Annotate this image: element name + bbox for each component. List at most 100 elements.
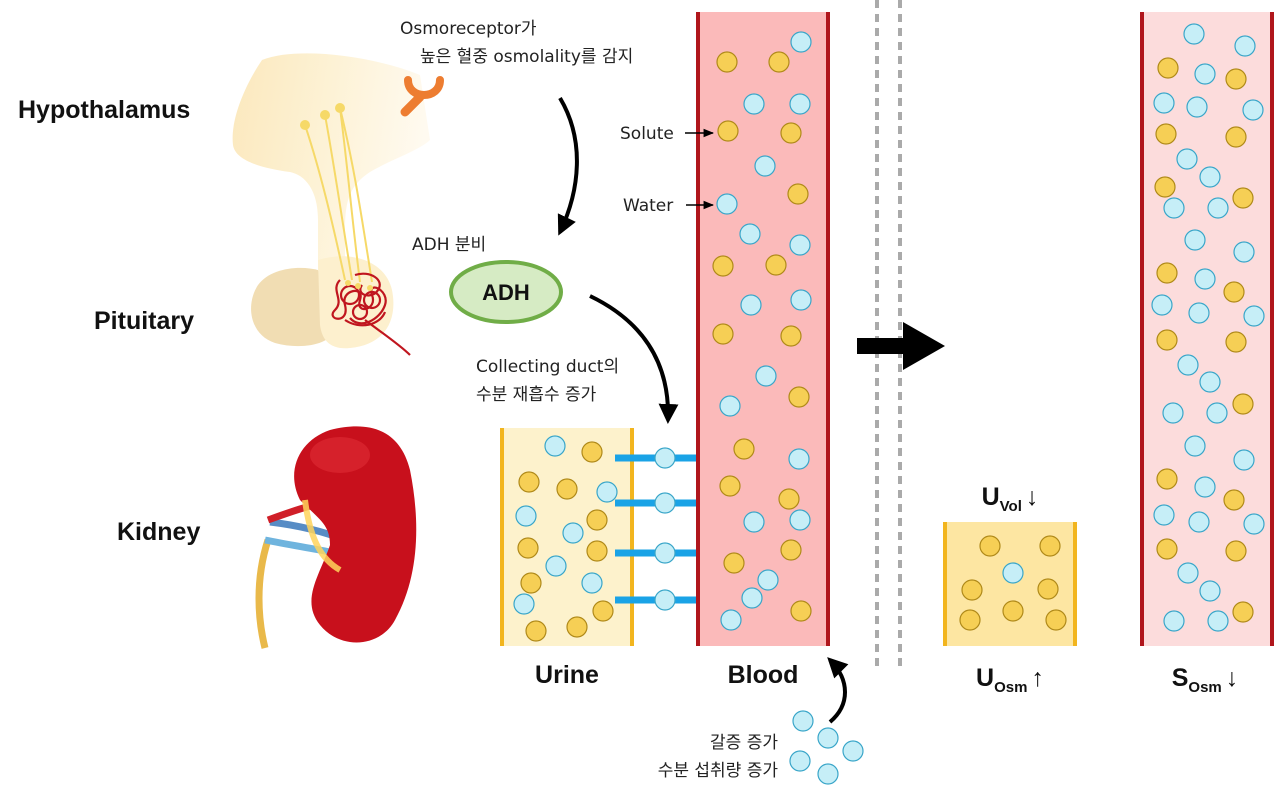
osmoreceptor-icon xyxy=(400,76,444,117)
water-particle xyxy=(792,710,814,732)
water-particle xyxy=(1207,610,1229,632)
blood-label: Blood xyxy=(728,661,799,689)
water-particle xyxy=(755,365,777,387)
water-particle xyxy=(719,395,741,417)
water-particle xyxy=(1188,302,1210,324)
result-arrow xyxy=(857,322,945,370)
water-particle xyxy=(581,572,603,594)
solute-particle xyxy=(518,471,540,493)
thirst-line1: 갈증 증가 xyxy=(710,733,778,753)
water-particle xyxy=(790,31,812,53)
water-particle xyxy=(515,505,537,527)
water-particle xyxy=(1183,23,1205,45)
water-particle xyxy=(1177,354,1199,376)
solute-particle xyxy=(780,325,802,347)
solute-particle xyxy=(1156,468,1178,490)
water-particle xyxy=(1162,402,1184,424)
osmoreceptor-note-line2: 높은 혈중 osmolality를 감지 xyxy=(420,47,633,67)
solute-particle xyxy=(780,539,802,561)
water-particle xyxy=(513,593,535,615)
solute-particle xyxy=(581,441,603,463)
solute-particle xyxy=(1223,281,1245,303)
solute-particle xyxy=(1037,578,1059,600)
hypothalamus-shape xyxy=(232,53,430,300)
solute-particle xyxy=(979,535,1001,557)
urine-label: Urine xyxy=(535,661,599,689)
water-particle xyxy=(1002,562,1024,584)
solute-particle xyxy=(1156,262,1178,284)
solute-particle xyxy=(1156,329,1178,351)
hypothalamus-label: Hypothalamus xyxy=(18,96,190,124)
concentrated-urine-box xyxy=(943,522,1077,646)
urine-osmolality-label: UOsm↑ xyxy=(976,664,1044,696)
collecting-note-line1: Collecting duct의 xyxy=(476,357,619,377)
water-particle xyxy=(740,294,762,316)
water-particle xyxy=(789,750,811,772)
intake-water-particles xyxy=(789,710,864,785)
serum-osmolality-label: SOsm↓ xyxy=(1172,664,1239,696)
water-particle xyxy=(1186,96,1208,118)
water-particle xyxy=(1177,562,1199,584)
solute-particle xyxy=(778,488,800,510)
solute-particle xyxy=(959,609,981,631)
water-particle xyxy=(1243,513,1265,535)
solute-particle xyxy=(1002,600,1024,622)
water-particle xyxy=(1207,197,1229,219)
adh-action-arrow xyxy=(589,294,679,424)
solute-particle xyxy=(719,475,741,497)
water-particle xyxy=(716,193,738,215)
solute-particle xyxy=(712,255,734,277)
axon-terminals xyxy=(345,280,373,291)
water-particle xyxy=(1188,511,1210,533)
solute-particle xyxy=(1225,540,1247,562)
solute-particle xyxy=(765,254,787,276)
water-particle xyxy=(1163,610,1185,632)
urine-volume-label: UVol↓ xyxy=(982,483,1039,515)
water-particle xyxy=(743,511,765,533)
water-particle xyxy=(817,727,839,749)
kidney-label: Kidney xyxy=(117,518,200,546)
solute-particle xyxy=(1039,535,1061,557)
solute-particle xyxy=(1223,489,1245,511)
water-particle xyxy=(741,587,763,609)
section-divider xyxy=(875,0,902,670)
solute-particle xyxy=(1232,187,1254,209)
solute-particle xyxy=(787,183,809,205)
adh-ellipse: ADH xyxy=(449,260,563,324)
solute-particle xyxy=(1232,393,1254,415)
anterior-pituitary-shape xyxy=(251,267,335,347)
capillary-plexus xyxy=(331,272,411,356)
water-particle xyxy=(1151,294,1173,316)
water-particle xyxy=(1234,35,1256,57)
solute-particle xyxy=(1157,57,1179,79)
reabsorbed-water-particle xyxy=(654,542,676,564)
diluted-blood-column xyxy=(1140,12,1274,646)
water-particle xyxy=(1153,92,1175,114)
urine-column xyxy=(500,428,634,646)
neuron-cell-bodies xyxy=(300,103,345,130)
water-particle xyxy=(1176,148,1198,170)
solute-particle xyxy=(768,51,790,73)
water-particle xyxy=(754,155,776,177)
solute-particle xyxy=(961,579,983,601)
solute-particle xyxy=(586,540,608,562)
hypothalamus-pituitary-illustration xyxy=(232,53,430,356)
solute-particle xyxy=(733,438,755,460)
solute-particle xyxy=(592,600,614,622)
intake-arrow xyxy=(827,657,849,724)
solute-particle xyxy=(712,323,734,345)
solute-particle xyxy=(566,616,588,638)
solute-particle xyxy=(723,552,745,574)
pituitary-label: Pituitary xyxy=(94,307,194,335)
solute-particle xyxy=(1045,609,1067,631)
osmoreceptor-note-line1: Osmoreceptor가 xyxy=(400,19,537,39)
neurosecretory-axons xyxy=(304,107,373,283)
reabsorbed-water-particle xyxy=(654,447,676,469)
water-particle xyxy=(788,448,810,470)
water-particle xyxy=(757,569,779,591)
solute-particle xyxy=(1154,176,1176,198)
water-particle xyxy=(1242,99,1264,121)
solute-particle xyxy=(716,51,738,73)
water-particle xyxy=(1194,268,1216,290)
